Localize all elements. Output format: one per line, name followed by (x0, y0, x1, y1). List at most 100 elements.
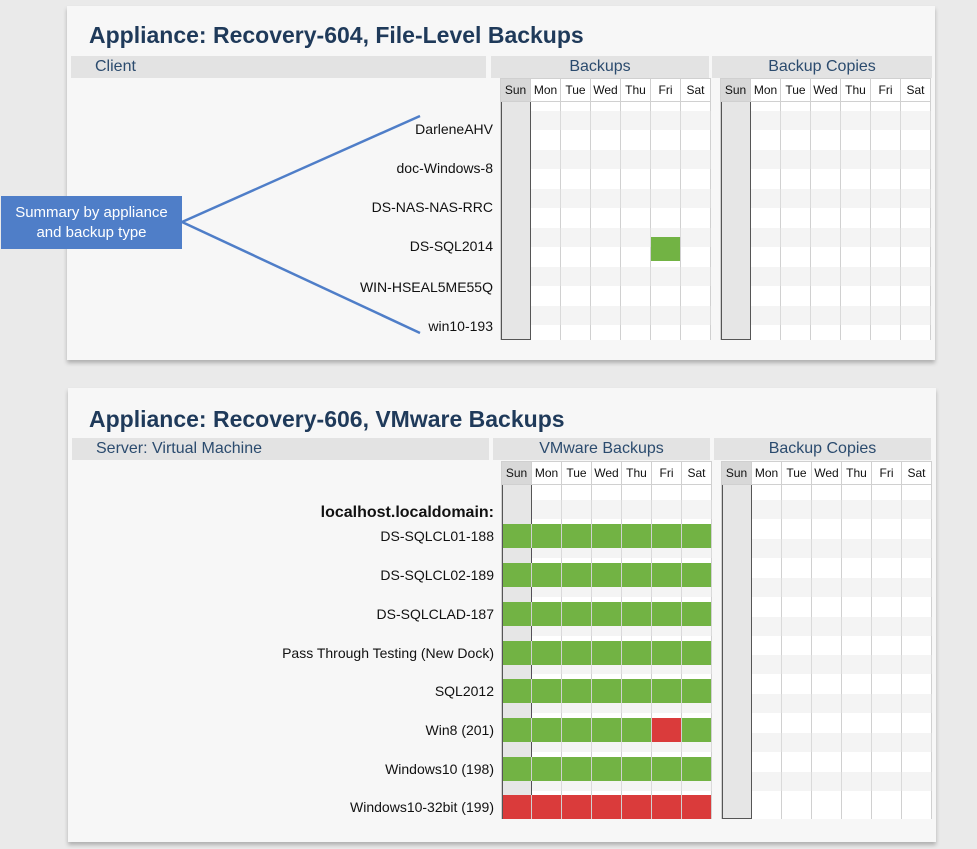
day-column-sat (902, 485, 932, 819)
status-cell-success[interactable] (532, 602, 562, 626)
status-cell-success[interactable] (622, 718, 652, 742)
status-cell-success[interactable] (562, 602, 592, 626)
status-cell-failure[interactable] (502, 795, 532, 819)
status-cell-success[interactable] (652, 602, 682, 626)
host-group-label: localhost.localdomain: (320, 504, 494, 521)
day-column-mon (531, 102, 561, 340)
status-cell-success[interactable] (652, 679, 682, 703)
client-row-label[interactable]: win10-193 (428, 318, 493, 334)
day-column-wed (591, 102, 621, 340)
status-cell-success[interactable] (592, 563, 622, 587)
status-cell-success[interactable] (562, 524, 592, 548)
status-cell-success[interactable] (502, 718, 532, 742)
client-column-header: Client (71, 56, 486, 78)
vm-row-label[interactable]: DS-SQLCL01-188 (380, 528, 494, 544)
status-cell-success[interactable] (502, 641, 532, 665)
day-column-sat (901, 102, 931, 340)
status-cell-success[interactable] (682, 641, 712, 665)
status-cell-success[interactable] (532, 679, 562, 703)
client-row-label[interactable]: WIN-HSEAL5ME55Q (359, 279, 493, 295)
status-cell-success[interactable] (682, 679, 712, 703)
day-column-mon (751, 102, 781, 340)
card-title: Appliance: Recovery-604, File-Level Back… (89, 22, 584, 48)
status-cell-success[interactable] (592, 524, 622, 548)
status-cell-success[interactable] (682, 757, 712, 781)
status-cell-success[interactable] (532, 757, 562, 781)
status-cell-failure[interactable] (682, 795, 712, 819)
status-cell-success[interactable] (532, 641, 562, 665)
status-cell-success[interactable] (652, 524, 682, 548)
client-row-label[interactable]: DS-SQL2014 (409, 238, 493, 254)
status-cell-success[interactable] (502, 757, 532, 781)
day-header-tue: Tue (782, 461, 812, 485)
vm-row-label[interactable]: Pass Through Testing (New Dock) (282, 645, 494, 661)
day-header-fri: Fri (651, 78, 681, 102)
status-cell-failure[interactable] (622, 795, 652, 819)
day-header-mon: Mon (531, 78, 561, 102)
status-cell-success[interactable] (532, 718, 562, 742)
status-cell-success[interactable] (651, 237, 681, 261)
day-column-mon (752, 485, 782, 819)
status-cell-success[interactable] (622, 679, 652, 703)
row-stripe (751, 150, 931, 169)
status-cell-success[interactable] (682, 718, 712, 742)
vm-row-label[interactable]: Windows10-32bit (199) (350, 799, 494, 815)
status-cell-failure[interactable] (562, 795, 592, 819)
day-column-sun (501, 102, 531, 340)
client-row-label[interactable]: DarleneAHV (415, 121, 493, 137)
status-cell-success[interactable] (502, 563, 532, 587)
status-cell-success[interactable] (622, 757, 652, 781)
status-cell-success[interactable] (532, 563, 562, 587)
status-cell-success[interactable] (592, 641, 622, 665)
status-cell-success[interactable] (682, 524, 712, 548)
status-cell-success[interactable] (682, 563, 712, 587)
status-cell-success[interactable] (562, 641, 592, 665)
status-cell-success[interactable] (622, 563, 652, 587)
vm-row-label[interactable]: Win8 (201) (425, 722, 494, 738)
status-cell-success[interactable] (562, 757, 592, 781)
status-cell-success[interactable] (592, 679, 622, 703)
vm-row-label[interactable]: SQL2012 (434, 683, 494, 699)
status-cell-success[interactable] (592, 757, 622, 781)
status-cell-success[interactable] (502, 679, 532, 703)
status-cell-success[interactable] (652, 563, 682, 587)
status-cell-success[interactable] (592, 718, 622, 742)
status-cell-success[interactable] (562, 718, 592, 742)
status-cell-success[interactable] (622, 524, 652, 548)
status-cell-success[interactable] (562, 563, 592, 587)
vm-row-label[interactable]: Windows10 (198) (385, 761, 494, 777)
status-cell-success[interactable] (592, 602, 622, 626)
day-header-sat: Sat (682, 461, 712, 485)
row-stripe (531, 267, 711, 286)
status-cell-success[interactable] (622, 602, 652, 626)
day-header-sun: Sun (722, 461, 752, 485)
day-header-tue: Tue (562, 461, 592, 485)
day-header-wed: Wed (591, 78, 621, 102)
status-cell-success[interactable] (502, 602, 532, 626)
day-header-sun: Sun (501, 78, 531, 102)
row-stripe (751, 189, 931, 208)
status-cell-failure[interactable] (532, 795, 562, 819)
client-row-label[interactable]: doc-Windows-8 (396, 160, 493, 176)
client-row-label[interactable]: DS-NAS-NAS-RRC (371, 199, 493, 215)
status-cell-success[interactable] (682, 602, 712, 626)
status-cell-success[interactable] (652, 757, 682, 781)
status-cell-success[interactable] (652, 641, 682, 665)
status-cell-success[interactable] (532, 524, 562, 548)
status-cell-failure[interactable] (652, 718, 682, 742)
vm-row-label[interactable]: DS-SQLCLAD-187 (376, 606, 495, 622)
row-stripe (751, 228, 931, 247)
day-header-mon: Mon (751, 78, 781, 102)
status-cell-failure[interactable] (592, 795, 622, 819)
status-cell-failure[interactable] (652, 795, 682, 819)
vm-row-label[interactable]: DS-SQLCL02-189 (380, 567, 494, 583)
row-stripe (532, 500, 712, 519)
row-stripe (752, 578, 932, 597)
status-cell-success[interactable] (502, 524, 532, 548)
day-column-thu (842, 485, 872, 819)
server-column-header: Server: Virtual Machine (72, 438, 489, 460)
status-cell-success[interactable] (562, 679, 592, 703)
status-cell-success[interactable] (622, 641, 652, 665)
